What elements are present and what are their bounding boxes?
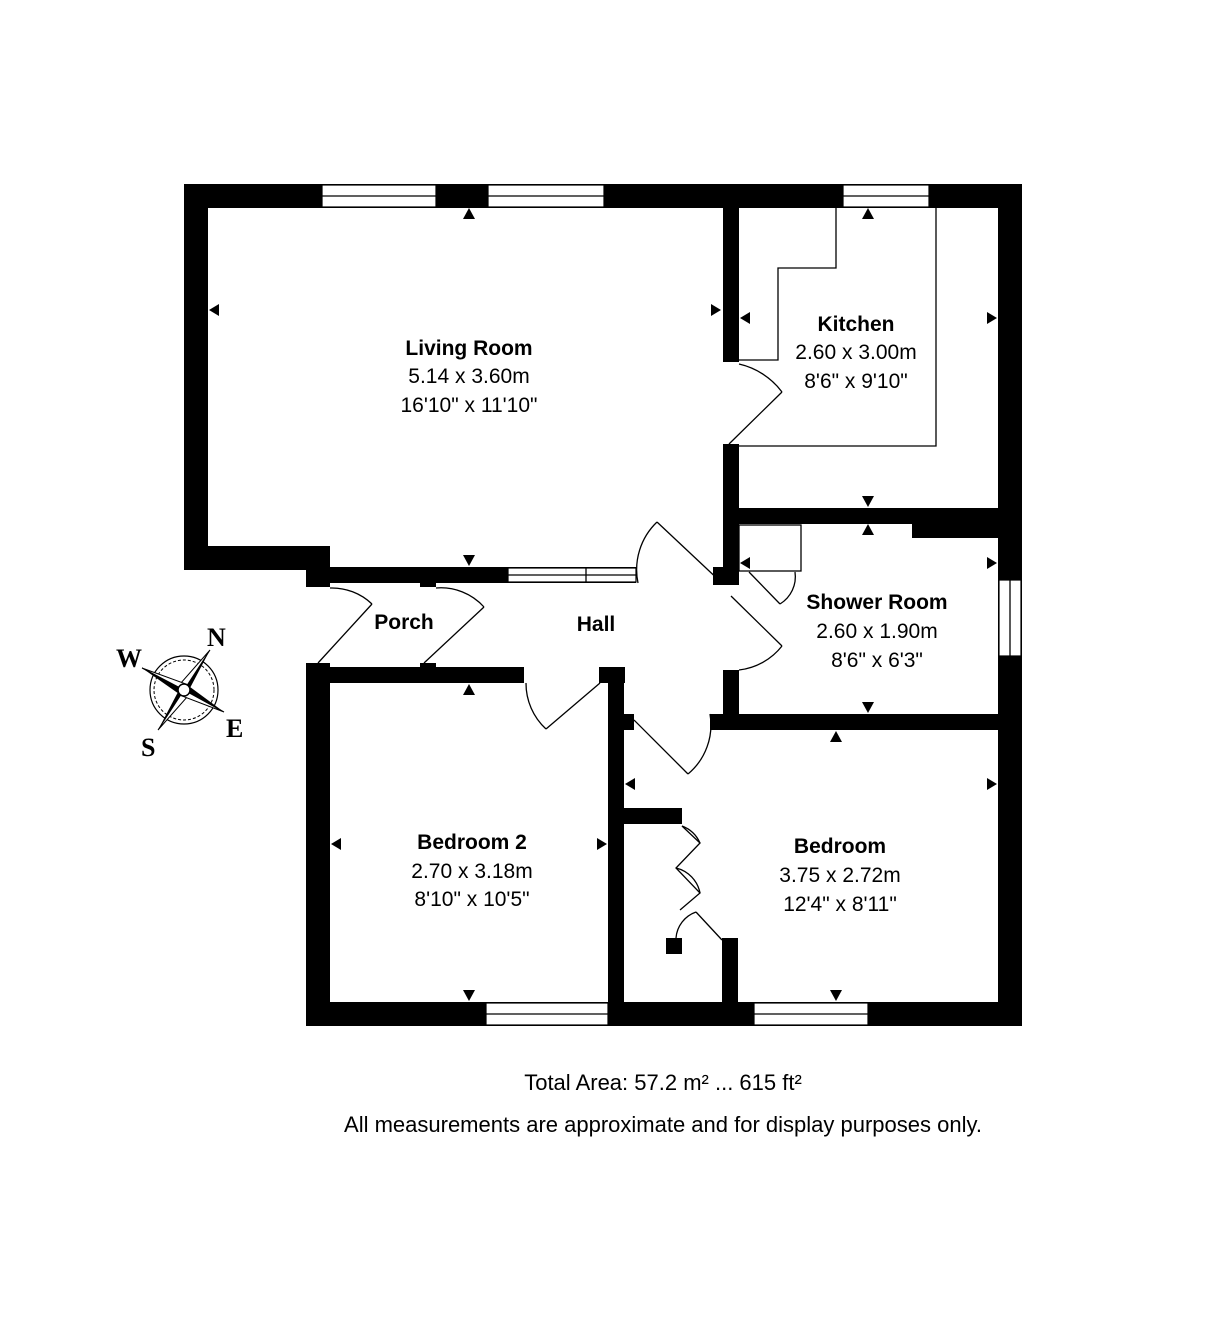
living-room-name: Living Room [405, 337, 532, 360]
bedroom-imperial: 12'4" x 8'11" [783, 893, 897, 916]
kitchen-imperial: 8'6" x 9'10" [804, 370, 908, 393]
bedroom-name: Bedroom [794, 835, 886, 858]
dimension-arrows [209, 208, 997, 1001]
bedroom-2-imperial: 8'10" x 10'5" [414, 888, 529, 911]
hall-name: Hall [577, 613, 616, 636]
shower-room-imperial: 8'6" x 6'3" [831, 649, 923, 672]
bedroom-metric: 3.75 x 2.72m [779, 864, 900, 887]
bedroom-2-name: Bedroom 2 [417, 831, 527, 854]
compass-e: E [226, 714, 243, 743]
compass-rose-icon: N W E S [116, 623, 243, 762]
living-room-imperial: 16'10" x 11'10" [401, 394, 538, 417]
fixtures [738, 208, 937, 572]
compass-n: N [207, 623, 226, 652]
living-room-metric: 5.14 x 3.60m [408, 365, 529, 388]
doors [317, 363, 796, 941]
kitchen-name: Kitchen [817, 313, 894, 336]
kitchen-metric: 2.60 x 3.00m [795, 341, 916, 364]
windows [321, 184, 1022, 1026]
disclaimer-text: All measurements are approximate and for… [344, 1112, 982, 1137]
shower-room-metric: 2.60 x 1.90m [816, 620, 937, 643]
porch-name: Porch [374, 611, 434, 634]
room-labels: Living Room 5.14 x 3.60m 16'10" x 11'10"… [374, 313, 947, 916]
shower-room-name: Shower Room [806, 591, 947, 614]
bedroom-2-metric: 2.70 x 3.18m [411, 860, 532, 883]
compass-s: S [141, 733, 155, 762]
compass-w: W [116, 644, 142, 673]
total-area-text: Total Area: 57.2 m² ... 615 ft² [524, 1070, 802, 1095]
